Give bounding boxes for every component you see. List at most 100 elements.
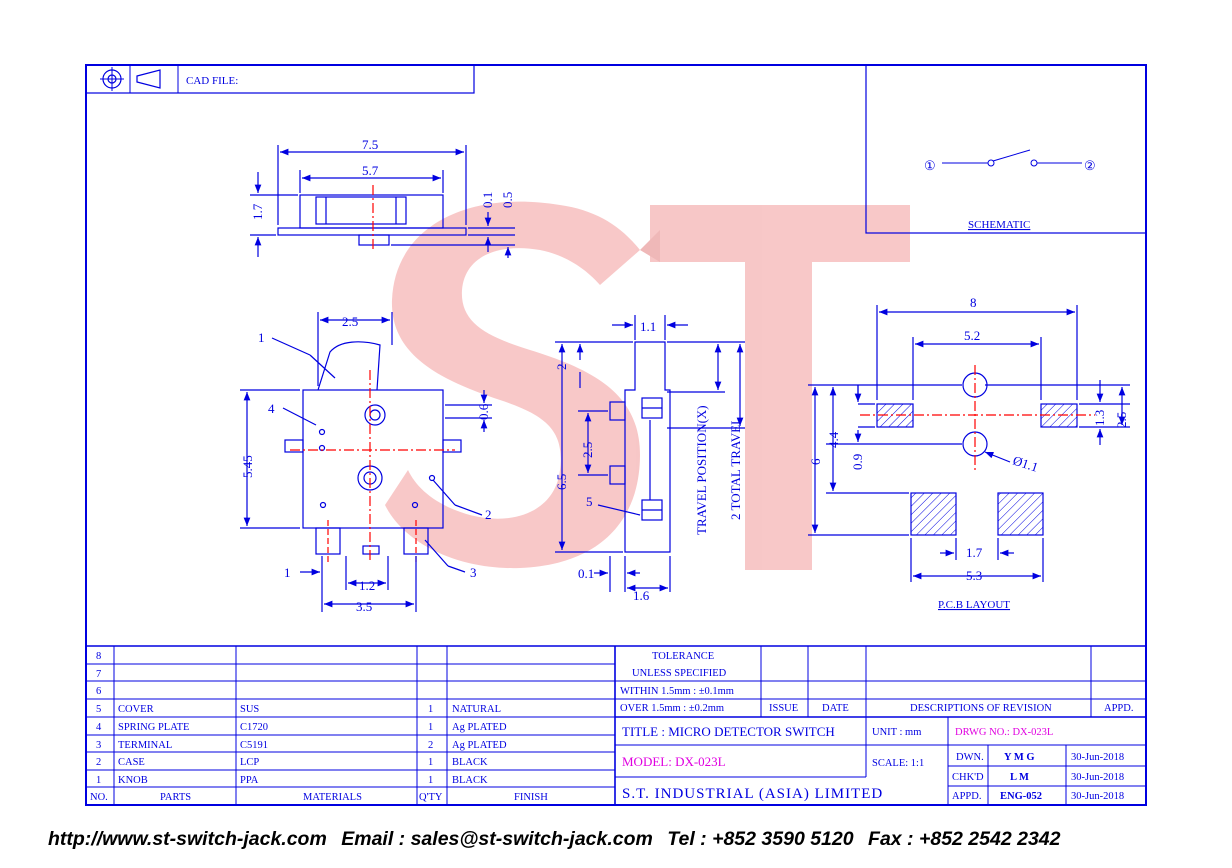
drawn-label: DWN. <box>956 752 984 763</box>
dim-front-5-45: 5.45 <box>240 455 255 478</box>
dim-total-travel: 2 TOTAL TRAVEL <box>728 417 743 520</box>
technical-drawing: CAD FILE: ① ② SCHEMATIC <box>85 64 1147 806</box>
bom-no: 4 <box>96 722 102 733</box>
dim-pcb-5-3: 5.3 <box>966 568 982 583</box>
tolerance-within: WITHIN 1.5mm : ±0.1mm <box>620 686 734 697</box>
front-view <box>240 312 492 612</box>
schematic-title: SCHEMATIC <box>968 219 1030 231</box>
bom-finish: NATURAL <box>452 704 501 715</box>
dim-side-1-1: 1.1 <box>640 319 656 334</box>
bom-no: 5 <box>96 704 101 715</box>
drawing-frame <box>85 64 1147 806</box>
dim-front-1-2: 1.2 <box>359 578 375 593</box>
schematic-pin1: ① <box>924 158 936 173</box>
cone-symbol-icon <box>136 69 161 89</box>
revision-issue-header: ISSUE <box>769 703 798 714</box>
drawn-date: 30-Jun-2018 <box>1071 752 1124 763</box>
bom-part: CASE <box>118 757 145 768</box>
tolerance-over: OVER 1.5mm : ±0.2mm <box>620 703 724 714</box>
dim-top-5-7: 5.7 <box>362 163 379 178</box>
bom-no: 2 <box>96 757 101 768</box>
bom-part: SPRING PLATE <box>118 722 189 733</box>
bom-material: C1720 <box>240 722 268 733</box>
bom-finish: BLACK <box>452 775 488 786</box>
bom-qty: 1 <box>428 722 433 733</box>
bom-header-part: PARTS <box>160 792 191 803</box>
bom-material: PPA <box>240 775 259 786</box>
approved-by: ENG-052 <box>1000 791 1042 802</box>
checked-date: 30-Jun-2018 <box>1071 772 1124 783</box>
scale-label: SCALE: 1:1 <box>872 758 924 769</box>
company-name: S.T. INDUSTRIAL (ASIA) LIMITED <box>622 786 883 802</box>
bom-header-qty: Q'TY <box>419 792 443 803</box>
callout-5: 5 <box>586 494 593 509</box>
revision-desc-header: DESCRIPTIONS OF REVISION <box>910 703 1052 714</box>
dim-front-2-5: 2.5 <box>342 314 358 329</box>
pcb-layout-title: P.C.B LAYOUT <box>938 599 1010 611</box>
bom-material: C5191 <box>240 740 268 751</box>
dim-travel-position: TRAVEL POSITION(X) <box>694 405 709 535</box>
bom-part: COVER <box>118 704 154 715</box>
top-view <box>250 145 515 258</box>
bom-no: 3 <box>96 740 101 751</box>
cad-file-label: CAD FILE: <box>186 75 238 87</box>
callout-1: 1 <box>258 330 265 345</box>
phone-text: Tel : +852 3590 5120 <box>667 828 854 850</box>
dim-pcb-0-9: 0.9 <box>850 454 865 470</box>
fax-text: Fax : +852 2542 2342 <box>868 828 1061 850</box>
bom-no: 1 <box>96 775 101 786</box>
bom-qty: 1 <box>428 757 433 768</box>
side-view <box>555 315 745 592</box>
watermark-logo <box>385 201 910 570</box>
dim-side-0-1: 0.1 <box>578 566 594 581</box>
revision-date-header: DATE <box>822 703 849 714</box>
dim-top-0-5: 0.5 <box>500 192 515 208</box>
approved-label: APPD. <box>952 791 981 802</box>
bom-header-no: NO. <box>90 792 108 803</box>
schematic-pin2: ② <box>1084 158 1096 173</box>
checked-label: CHK'D <box>952 772 984 783</box>
bom-material: SUS <box>240 704 259 715</box>
dim-pcb-1-3: 1.3 <box>1092 410 1107 426</box>
bom-header-material: MATERIALS <box>303 792 362 803</box>
schematic-box: ① ② SCHEMATIC <box>865 64 1147 234</box>
dim-pcb-6: 6 <box>808 458 823 465</box>
cad-header: CAD FILE: <box>85 64 475 94</box>
unit-label: UNIT : mm <box>872 727 921 738</box>
dim-top-1-7: 1.7 <box>250 203 265 220</box>
bom-table <box>86 645 1146 805</box>
email-link[interactable]: Email : sales@st-switch-jack.com <box>341 828 653 850</box>
drawn-by: Y M G <box>1004 752 1035 763</box>
pcb-layout <box>808 305 1130 582</box>
dim-pcb-hole: Ø1.1 <box>1011 453 1040 475</box>
bom-header-finish: FINISH <box>514 792 548 803</box>
dim-front-1: 1 <box>284 565 291 580</box>
dim-front-0-6: 0.6 <box>476 403 491 420</box>
bom-finish: Ag PLATED <box>452 722 507 733</box>
model-number: MODEL: DX-023L <box>622 754 726 769</box>
bom-rows: 8 7 6 5 COVER SUS 1 NATURAL 4 SPRING PLA… <box>90 651 548 803</box>
bom-qty: 2 <box>428 740 433 751</box>
dim-top-0-1: 0.1 <box>480 192 495 208</box>
bom-part: TERMINAL <box>118 740 172 751</box>
dim-pcb-5-2: 5.2 <box>964 328 980 343</box>
checked-by: L M <box>1010 772 1029 783</box>
dim-pcb-8: 8 <box>970 295 977 310</box>
bom-qty: 1 <box>428 704 433 715</box>
bom-no: 6 <box>96 686 101 697</box>
contact-footer: http://www.st-switch-jack.com Email : sa… <box>48 828 1198 851</box>
dim-side-2-5: 2.5 <box>580 442 595 458</box>
dim-pcb-1-7: 1.7 <box>966 545 983 560</box>
drawing-number: DRWG NO.: DX-023L <box>955 727 1053 738</box>
bom-qty: 1 <box>428 775 433 786</box>
callout-2: 2 <box>485 507 492 522</box>
tolerance-title: TOLERANCE <box>652 651 714 662</box>
tolerance-subtitle: UNLESS SPECIFIED <box>632 668 727 679</box>
website-link[interactable]: http://www.st-switch-jack.com <box>48 828 327 850</box>
dim-side-1-6: 1.6 <box>633 588 650 603</box>
revision-appd-header: APPD. <box>1104 703 1133 714</box>
bom-part: KNOB <box>118 775 148 786</box>
dim-pcb-2-5: 2.5 <box>1114 412 1129 428</box>
bom-finish: BLACK <box>452 757 488 768</box>
dim-side-6-5: 6.5 <box>554 474 569 490</box>
